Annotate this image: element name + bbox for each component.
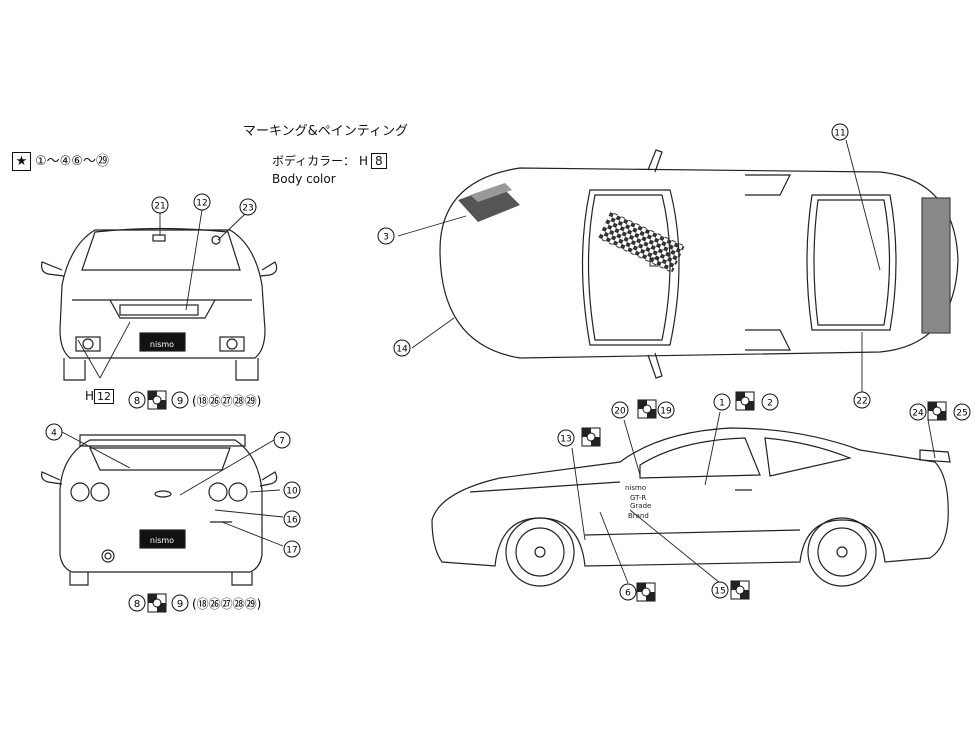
hood-stripe-decal: [458, 185, 520, 222]
callout-15: 15: [711, 581, 729, 599]
callout-22: 22: [853, 391, 871, 409]
callout-label: 2: [767, 399, 773, 409]
callout-25: 25: [953, 403, 971, 421]
rear-view-drawing: [41, 434, 278, 586]
callout-20: 20: [611, 401, 629, 419]
callout-label: 3: [383, 233, 389, 243]
front-paint-number: 12: [94, 389, 115, 404]
page-title: マーキング&ペインティング: [243, 124, 408, 139]
front-view-drawing: [41, 227, 278, 381]
callout-label: 20: [614, 407, 626, 417]
callout-21: 21: [151, 196, 169, 214]
front-plate: [139, 332, 186, 352]
flag-icon-20: [637, 399, 657, 419]
rear-decal-main: 8: [134, 599, 140, 610]
callout-11: 11: [831, 123, 849, 141]
callout-24: 24: [909, 403, 927, 421]
callout-label: 24: [912, 409, 924, 419]
rear-decal-then: 9: [177, 599, 183, 610]
svg-text:GT-R: GT-R: [630, 494, 646, 502]
svg-text:Grade: Grade: [630, 502, 651, 510]
rear-decal-list: (⑱㉖㉗㉘㉙): [192, 597, 261, 611]
body-color-label-en: Body color: [272, 172, 336, 186]
callout-label: 21: [154, 202, 165, 212]
front-decal-main: 8: [134, 396, 140, 407]
callout-label: 14: [396, 345, 408, 355]
callout-4: 4: [45, 423, 63, 441]
callout-23: 23: [239, 198, 257, 216]
callout-12: 12: [193, 193, 211, 211]
rear-plate: [139, 529, 186, 549]
callout-label: 17: [286, 546, 297, 556]
front-decal-row: 8 9 (⑱㉖㉗㉘㉙): [128, 390, 261, 410]
flag-icon-15: [730, 580, 750, 600]
callout-label: 12: [196, 199, 207, 209]
callout-label: 25: [956, 409, 967, 419]
callout-14: 14: [393, 339, 411, 357]
callout-13: 13: [557, 429, 575, 447]
callout-label: 16: [286, 516, 298, 526]
callout-19: 19: [657, 401, 675, 419]
side-view-drawing: [431, 427, 951, 587]
body-color-prefix: H: [359, 154, 369, 168]
callout-17: 17: [283, 540, 301, 558]
flag-icon-6: [636, 582, 656, 602]
star-legend: ★ ①～④⑥～㉙: [12, 150, 109, 171]
body-color-jp-text: ボディカラー：: [272, 154, 356, 168]
callout-10: 10: [283, 481, 301, 499]
callout-6: 6: [619, 583, 637, 601]
callout-label: 13: [560, 435, 571, 445]
svg-text:nismo: nismo: [625, 484, 646, 492]
flag-icon-1: [735, 391, 755, 411]
callout-label: 22: [856, 397, 867, 407]
front-plate-text: nismo: [150, 340, 174, 349]
callout-label: 15: [714, 587, 725, 597]
rear-decal-row: 8 9 (⑱㉖㉗㉘㉙): [128, 593, 261, 613]
flag-icon-24: [927, 401, 947, 421]
callout-label: 6: [625, 589, 631, 599]
callout-label: 23: [242, 204, 253, 214]
svg-text:Brand: Brand: [628, 512, 649, 520]
callout-label: 19: [660, 407, 672, 417]
callout-label: 10: [286, 487, 298, 497]
callout-label: 1: [719, 399, 725, 409]
callout-label: 11: [834, 129, 845, 139]
callout-16: 16: [283, 510, 301, 528]
front-decal-then: 9: [177, 396, 183, 407]
hood-checker-decal: [597, 211, 685, 273]
callout-3: 3: [377, 227, 395, 245]
callout-label: 4: [51, 429, 57, 439]
body-color-code: 8: [371, 153, 387, 169]
callout-7: 7: [273, 431, 291, 449]
flag-icon-13: [581, 427, 601, 447]
front-decal-list: (⑱㉖㉗㉘㉙): [192, 394, 261, 408]
star-icon: ★: [12, 152, 31, 171]
star-sequence: ①～④⑥～㉙: [35, 154, 109, 169]
rear-plate-text: nismo: [150, 536, 174, 545]
top-view-drawing: [439, 149, 959, 379]
callout-label: 7: [279, 437, 285, 447]
callout-1: 1: [713, 393, 731, 411]
front-paint-prefix: H: [85, 389, 95, 403]
callout-2: 2: [761, 393, 779, 411]
